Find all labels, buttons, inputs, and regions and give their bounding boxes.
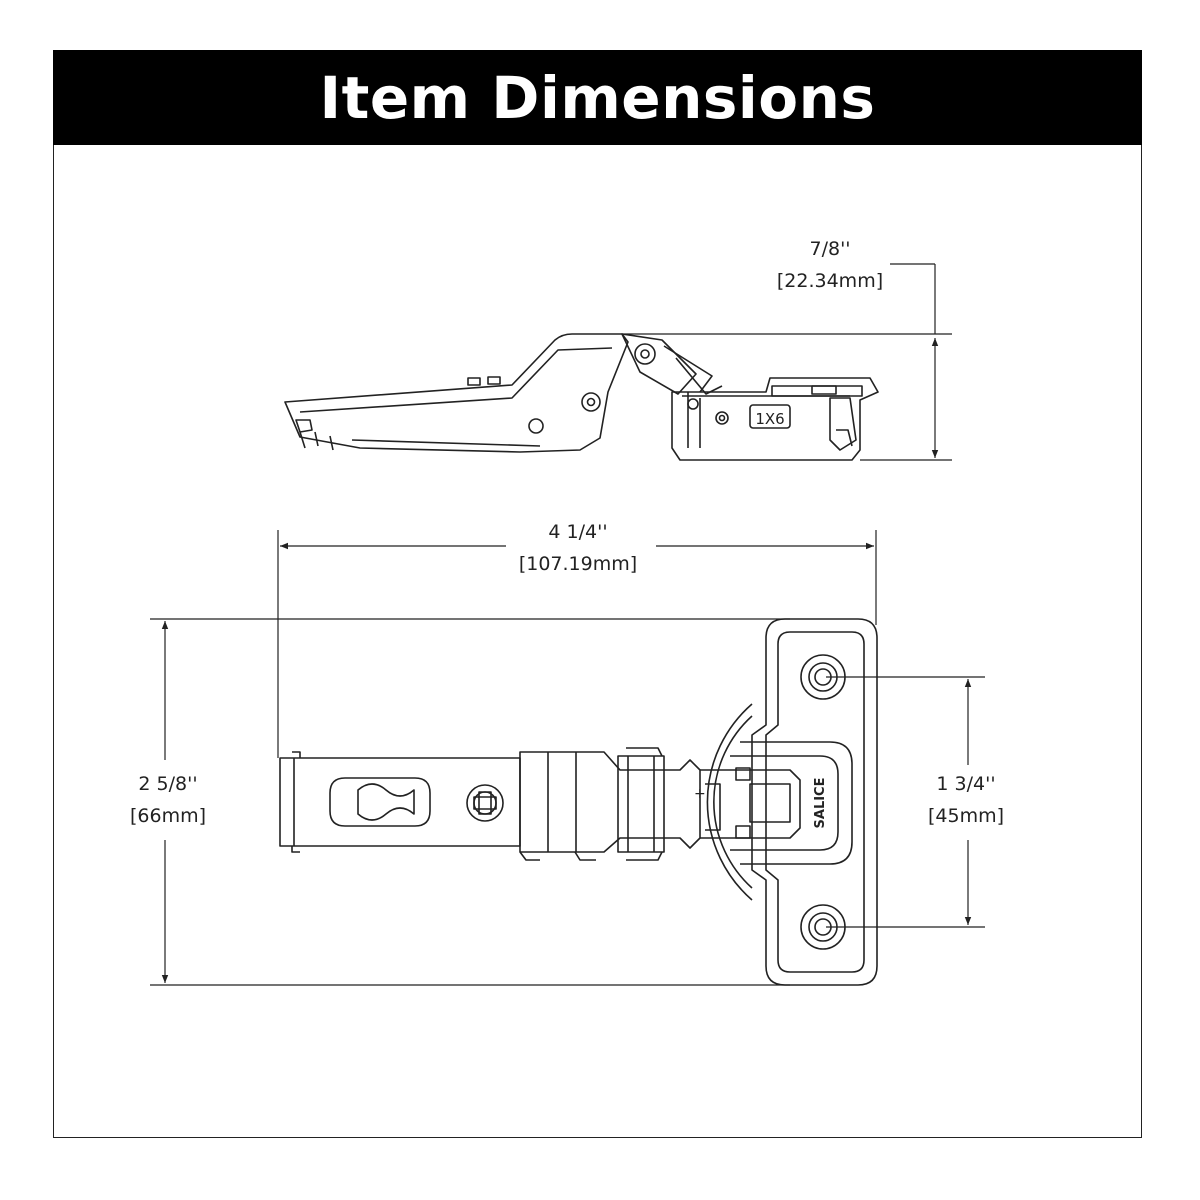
width-metric-label: [66mm] [130,805,206,827]
width-imperial-label: 2 5/8'' [138,773,197,795]
side-stamp-label: 1X6 [755,410,784,428]
height-imperial-label: 7/8'' [809,238,850,260]
width-dimension [150,618,790,986]
brand-label: SALICE [813,778,828,829]
page-title: Item Dimensions [319,63,876,132]
length-dimension [277,530,877,758]
title-banner: Item Dimensions [53,50,1142,145]
length-imperial-label: 4 1/4'' [548,521,607,543]
hole-spacing-imperial-label: 1 3/4'' [936,773,995,795]
height-metric-label: [22.34mm] [777,270,883,292]
height-dimension [622,263,952,461]
hinge-side-view [284,333,879,461]
plus-mark-icon: + [694,786,706,802]
length-metric-label: [107.19mm] [519,553,637,575]
hinge-top-view [279,618,878,986]
hole-spacing-metric-label: [45mm] [928,805,1004,827]
hole-spacing-dimension [826,676,985,928]
